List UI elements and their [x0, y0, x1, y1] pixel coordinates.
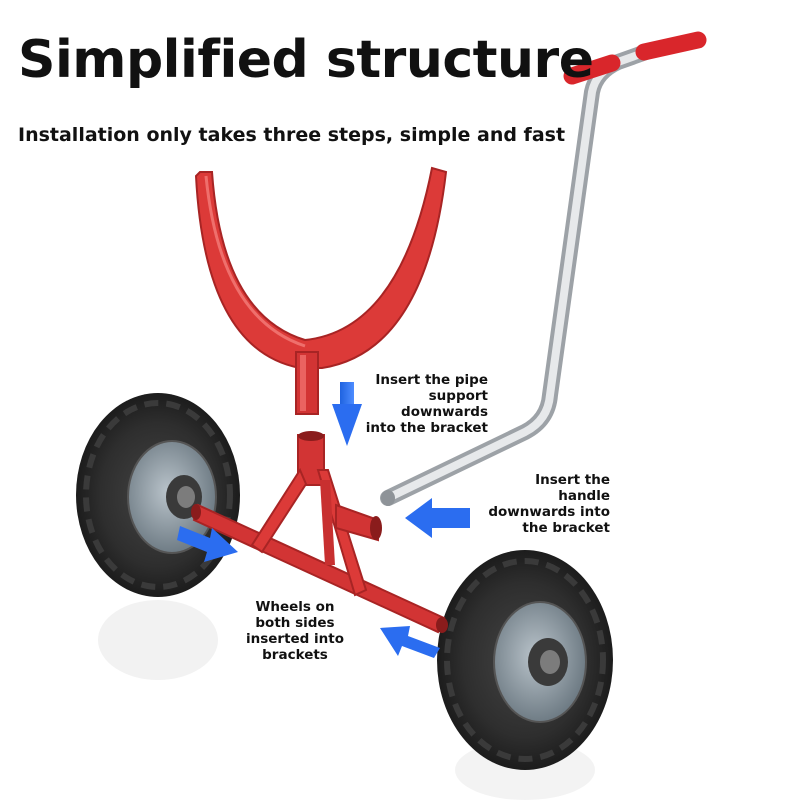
callout-line: downwards into [488, 504, 610, 520]
callout-line: brackets [262, 647, 328, 663]
callout-line: Wheels on [255, 599, 335, 615]
callout-pipe-support: Insert the pipe support downwards into t… [366, 372, 488, 436]
left-wheel-reflection [98, 600, 218, 680]
arrow-left-icon [380, 626, 440, 658]
callout-line: inserted into [245, 631, 345, 647]
right-wheel [437, 550, 613, 770]
callout-line: support [428, 388, 488, 404]
pipe-support-cradle [194, 166, 448, 415]
callout-line: the bracket [522, 520, 610, 536]
push-handle [380, 31, 707, 506]
red-bracket-frame [191, 431, 448, 634]
arrow-down-icon [332, 382, 362, 446]
callout-line: handle [558, 488, 610, 504]
page-title: Simplified structure [18, 30, 594, 90]
arrow-left-icon [405, 498, 470, 538]
left-wheel [76, 393, 240, 597]
callout-line: Insert the [535, 472, 610, 488]
callout-line: Insert the pipe [375, 372, 488, 388]
arrow-right-icon [177, 526, 238, 562]
callout-line: downwards [401, 404, 488, 420]
callout-handle: Insert the handle downwards into the bra… [488, 472, 610, 536]
page-subtitle: Installation only takes three steps, sim… [18, 124, 566, 146]
callout-line: into the bracket [365, 420, 488, 436]
callout-wheels: Wheels on both sides inserted into brack… [240, 599, 350, 663]
callout-line: both sides [255, 615, 335, 631]
